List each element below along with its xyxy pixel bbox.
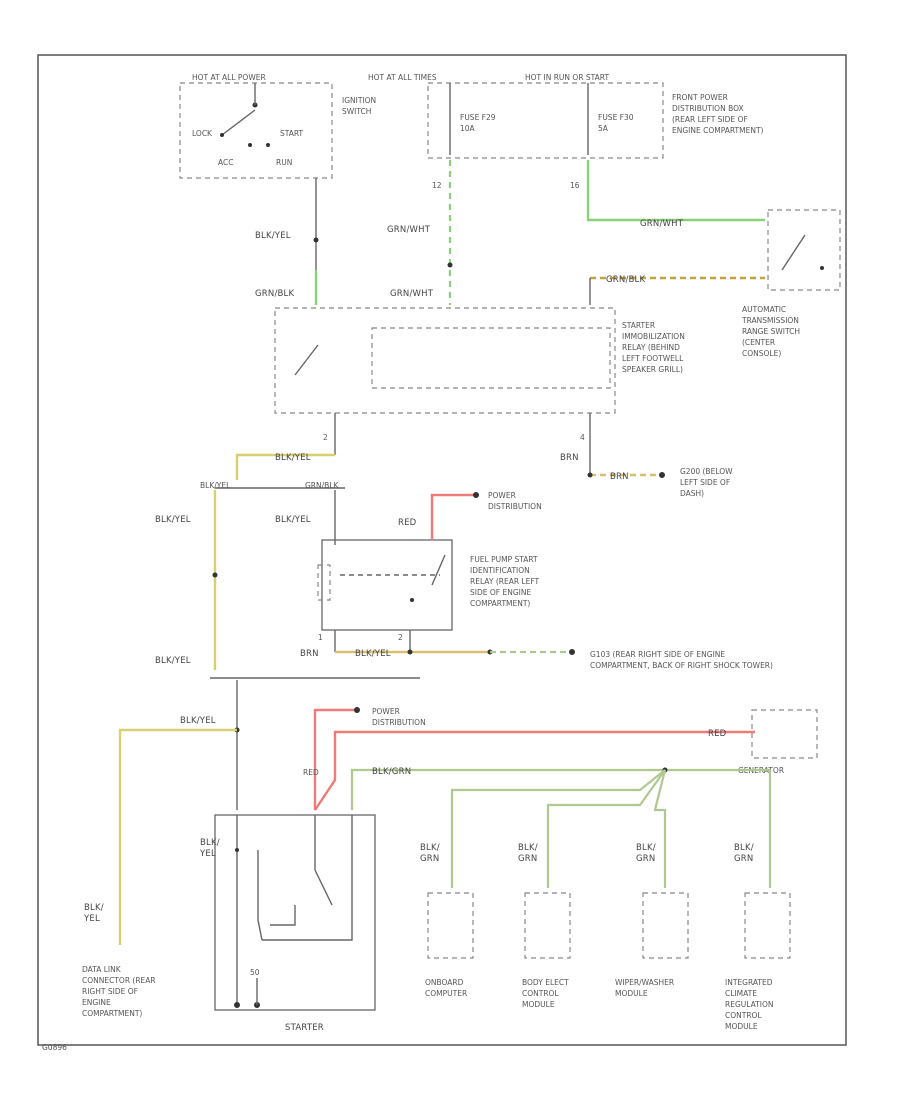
starter-label: STARTER (285, 1023, 324, 1033)
blk-grn-label: BLK/GRN (372, 767, 411, 777)
red-3-label: RED (303, 768, 319, 777)
fuel-pump-coil (317, 564, 331, 601)
diagram-code: G0896 (42, 1043, 67, 1052)
pin-2-label: 2 (323, 433, 328, 442)
diagram-border (37, 54, 847, 1046)
brn-3-label: BRN (300, 649, 319, 659)
blk-yel-6-label: BLK/YEL (275, 515, 311, 525)
ign-title-label: HOT AT ALL POWER (192, 73, 266, 82)
pin-12-label: 12 (432, 181, 442, 190)
grn-wht-1-label: GRN/WHT (387, 225, 431, 235)
hot-cranking-label: HOT IN RUN OR START (525, 73, 609, 82)
wiper-box (642, 892, 689, 959)
grn-blk-1-label: GRN/BLK (255, 289, 294, 299)
blk-grn-1-label: BLK/GRN (420, 843, 440, 864)
relay-coil-box (371, 327, 611, 389)
blk-yel-9-label: BLK/YEL (199, 838, 220, 859)
brn-2-label: BRN (610, 472, 629, 482)
ign-switch-blade (221, 109, 256, 136)
pin-2b-label: 2 (398, 633, 403, 642)
blk-grn-2-label: BLK/GRN (518, 843, 538, 864)
body-elect-box (524, 892, 571, 959)
pin-50-label: 50 (250, 968, 260, 977)
grn-blk-3-label: GRN/BLK (305, 481, 339, 490)
red-1-label: RED (398, 518, 417, 528)
blk-yel-3-label: BLK/YEL (200, 481, 231, 490)
run-label: RUN (276, 158, 292, 167)
generator-box (751, 709, 818, 759)
acc-label: ACC (218, 158, 233, 167)
blk-yel-10-label: BLK/YEL (83, 903, 104, 924)
pin-1-label: 1 (318, 633, 323, 642)
blk-yel-2-label: BLK/YEL (275, 453, 311, 463)
front-pdb-box (427, 82, 664, 159)
blk-yel-5-label: BLK/YEL (155, 656, 191, 666)
grn-wht-2-label: GRN/WHT (390, 289, 434, 299)
hot-ign-run-label: HOT AT ALL TIMES (368, 73, 437, 82)
starter-relay-box (274, 307, 616, 414)
red-2-label: RED (708, 729, 727, 739)
pin-4-label: 4 (580, 433, 585, 442)
blk-grn-4-label: BLK/GRN (734, 843, 754, 864)
grn-blk-2-label: GRN/BLK (606, 275, 645, 285)
blk-yel-4-label: BLK/YEL (155, 515, 191, 525)
blk-yel-7-label: BLK/YEL (355, 649, 391, 659)
pin-16-label: 16 (570, 181, 580, 190)
start-label: START (280, 129, 304, 138)
lock-label: LOCK (192, 129, 213, 138)
starter-box (214, 814, 376, 1011)
blk-yel-1-label: BLK/YEL (255, 231, 291, 241)
blk-yel-8-label: BLK/YEL (180, 716, 216, 726)
climate-box (744, 892, 791, 959)
brn-1-label: BRN (560, 453, 579, 463)
ignition-switch-box (179, 82, 333, 179)
grn-wht-3-label: GRN/WHT (640, 219, 684, 229)
fuel-pump-relay-box (321, 539, 453, 631)
atr-switch-box (767, 209, 841, 291)
onboard-computer-box (427, 892, 474, 959)
blk-grn-3-label: BLK/GRN (636, 843, 656, 864)
